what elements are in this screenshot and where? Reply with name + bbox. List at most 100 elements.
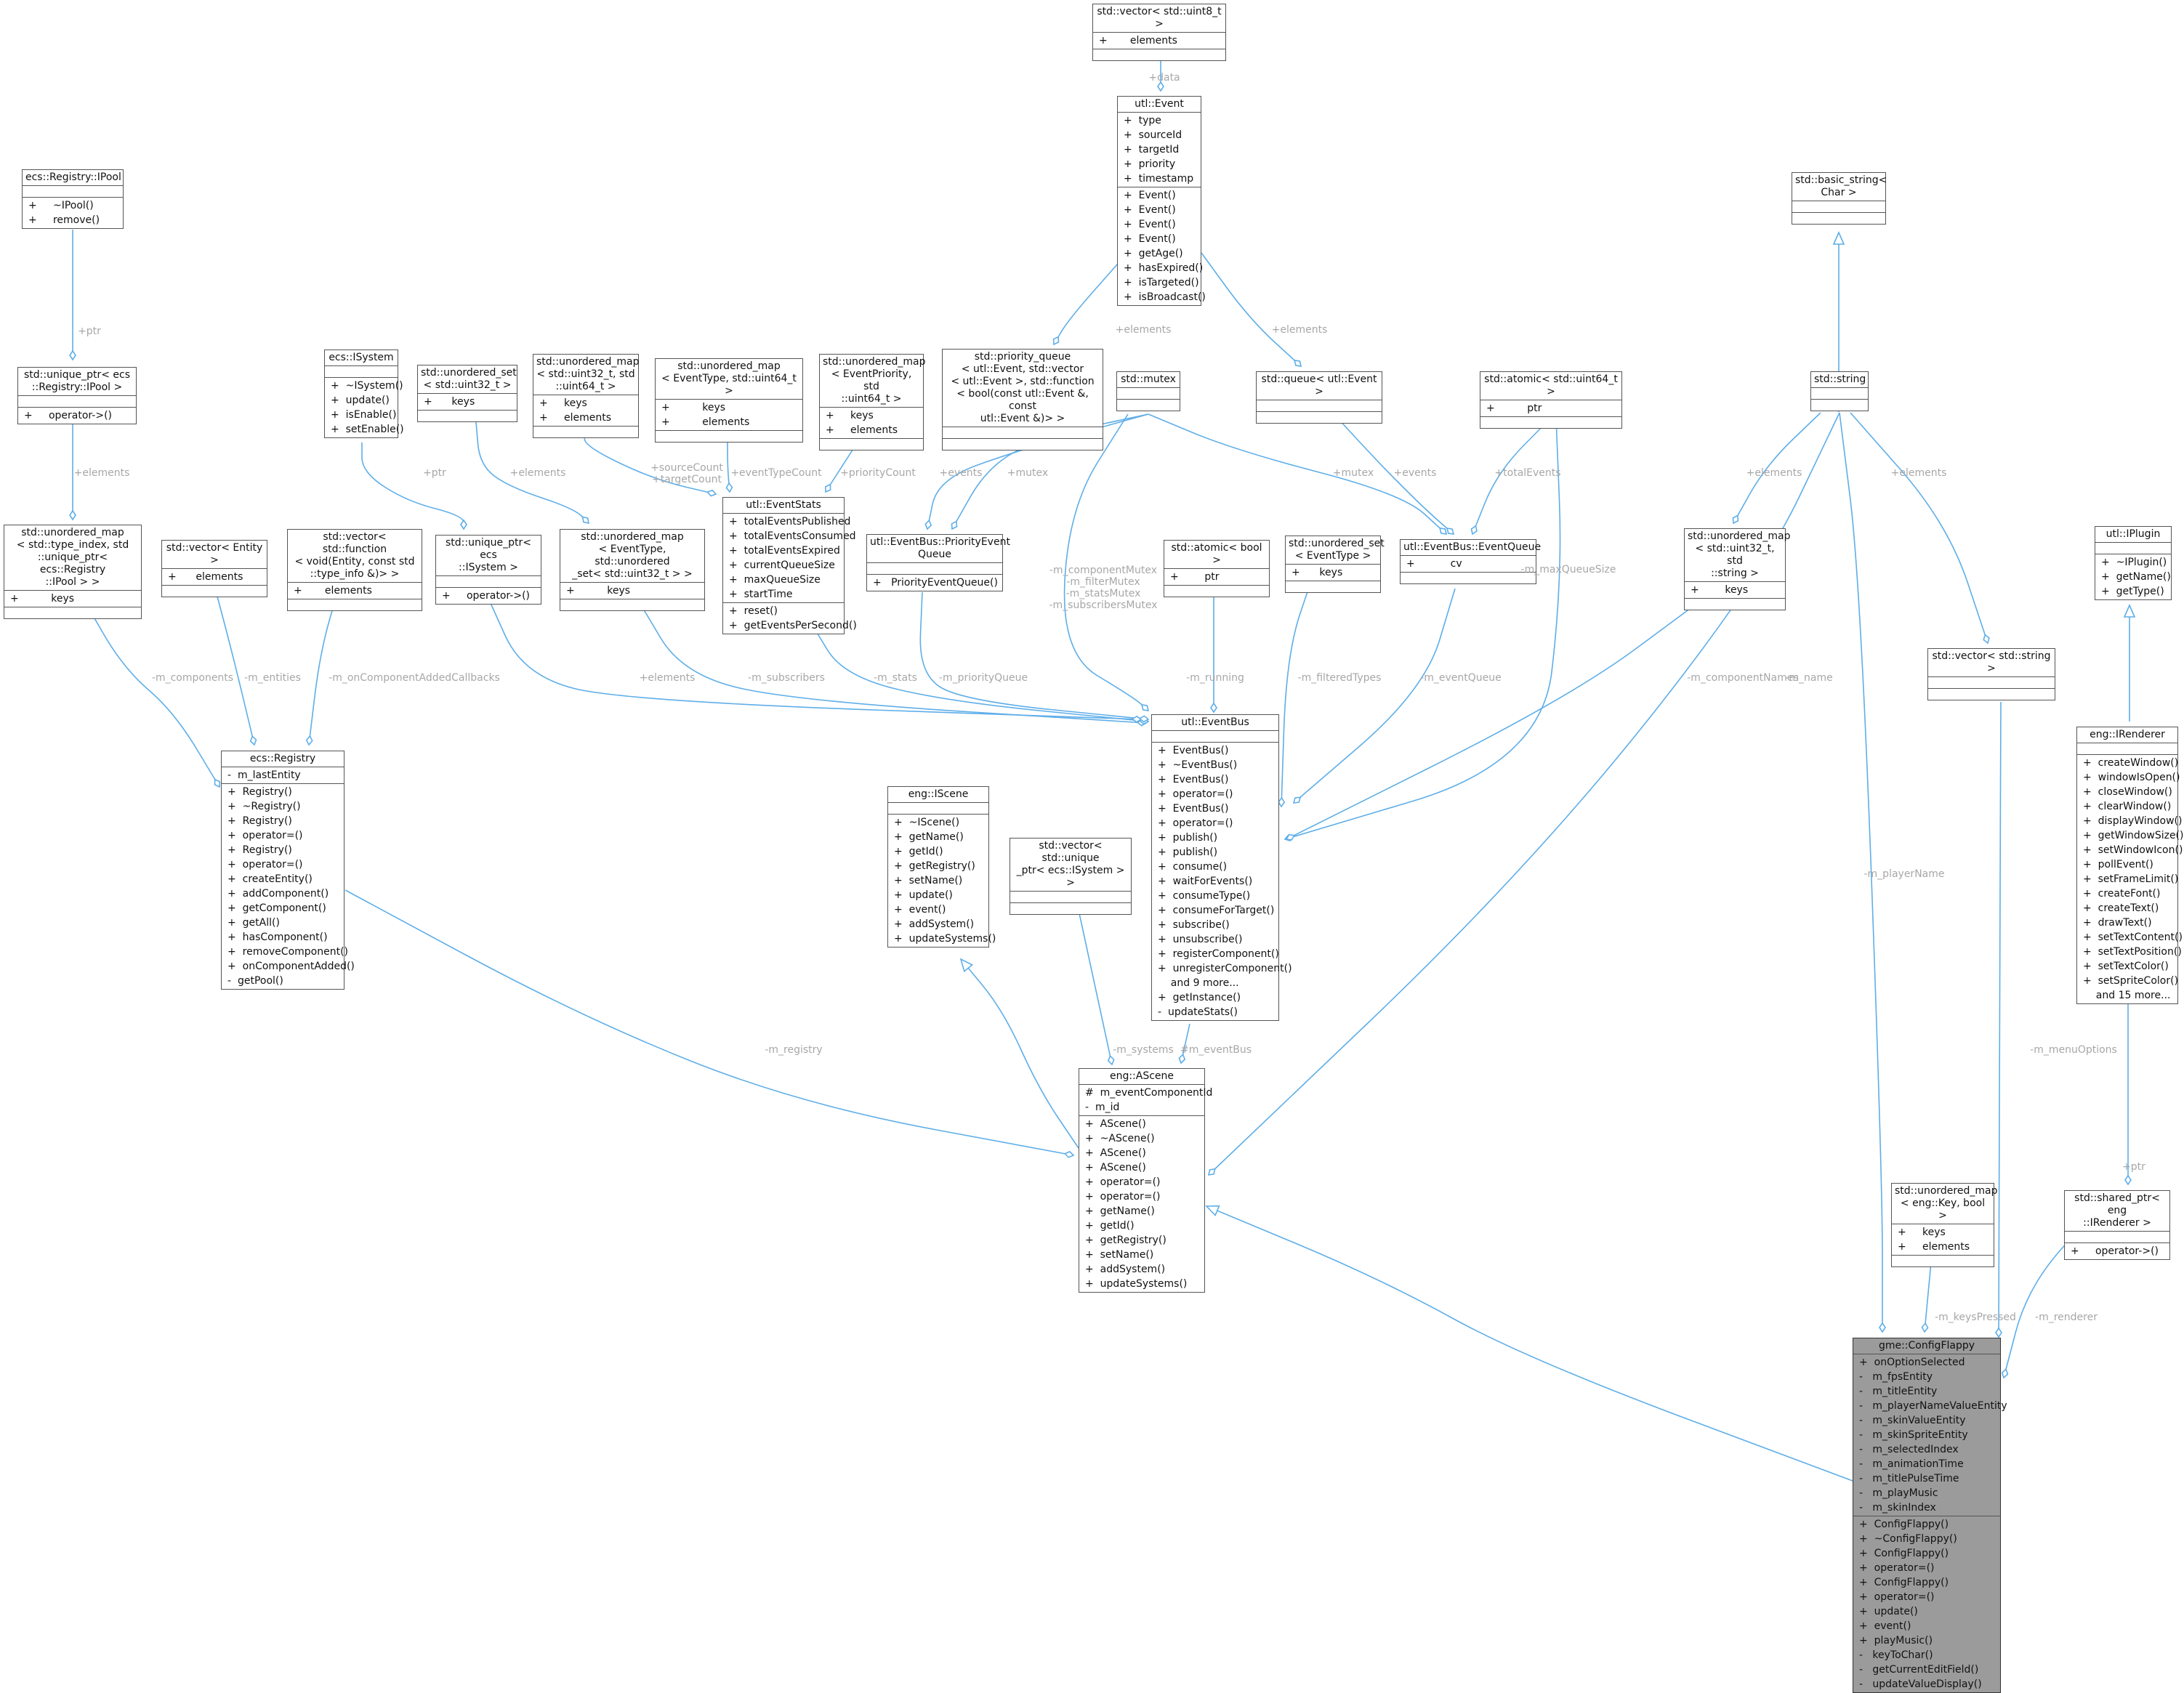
class-title: eng::IRenderer [2090, 729, 2165, 740]
class-box-umap-prio[interactable]: std::unordered_map < EventPriority, std … [819, 354, 925, 450]
method-row: + operator=() [1158, 788, 1233, 800]
attribute-row: - m_animationTime [1859, 1458, 1964, 1470]
edge-18 [1284, 417, 1561, 840]
class-methods-section [162, 585, 267, 597]
class-methods-section: + ~IScene()+ getName()+ getId()+ getRegi… [888, 814, 996, 947]
method-row: - getPool() [227, 975, 283, 987]
edge-label-m-componentnames: -m_componentNames [1687, 672, 1799, 684]
method-row: + unregisterComponent() [1158, 963, 1292, 974]
attribute-row: + elements [1099, 35, 1177, 47]
class-methods-section: + reset()+ getEventsPerSecond() [723, 602, 857, 634]
edge-30 [1208, 412, 1840, 1176]
aggregation-diamond-33 [1107, 1054, 1115, 1066]
class-box-eventbus[interactable]: utl::EventBus+ EventBus()+ ~EventBus()+ … [1151, 714, 1292, 1021]
class-methods-section [1257, 411, 1382, 423]
class-box-irenderer[interactable]: eng::IRenderer+ createWindow()+ windowIs… [2076, 727, 2184, 1004]
attribute-row: + maxQueueSize [729, 574, 821, 586]
method-row: + update() [331, 395, 390, 406]
class-box-pqueue[interactable]: std::priority_queue < utl::Event, std::v… [942, 349, 1103, 450]
class-box-prio-event-queue[interactable]: utl::EventBus::PriorityEvent Queue+ Prio… [866, 534, 1010, 591]
method-row: + getId() [894, 846, 943, 857]
aggregation-diamond-3 [460, 519, 467, 530]
class-title: utl::IPlugin [2106, 528, 2161, 540]
class-box-ascene[interactable]: eng::AScene# m_eventComponentId- m_id+ A… [1079, 1068, 1212, 1293]
class-attributes-section [18, 395, 136, 407]
edge-label-m-registry: -m_registry [765, 1044, 823, 1056]
method-row: + setName() [894, 875, 963, 886]
class-methods-section [1164, 585, 1269, 597]
attribute-row: - m_fpsEntity [1859, 1371, 1933, 1383]
aggregation-diamond-14 [1470, 525, 1478, 536]
class-box-sptr-renderer[interactable]: std::shared_ptr< eng ::IRenderer >+ oper… [2064, 1190, 2170, 1260]
class-methods-section [1480, 416, 1621, 428]
method-row: + setEnable() [331, 424, 404, 435]
class-methods-section: + ~IPlugin()+ getName()+ getType() [2095, 554, 2171, 599]
aggregation-diamond-9 [1294, 359, 1302, 367]
method-row: + operator->() [442, 590, 531, 602]
class-box-string[interactable]: std::string [1810, 371, 1869, 411]
method-row: + getWindowSize() [2083, 830, 2184, 841]
aggregation-diamond-30 [1207, 1168, 1216, 1176]
class-title: std::atomic< std::uint64_t > [1484, 373, 1618, 397]
edge-label-elements-uptr: +elements [639, 672, 696, 684]
inheritance-arrow-39 [1832, 231, 1845, 245]
class-box-umap-subscribers[interactable]: std::unordered_map < EventType, std::uno… [560, 529, 705, 611]
class-box-registry[interactable]: ecs::Registry- m_lastEntity+ Registry()+… [221, 751, 355, 990]
class-box-isystem[interactable]: ecs::ISystem+ ~ISystem()+ update()+ isEn… [324, 349, 404, 438]
class-box-eventqueue[interactable]: utl::EventBus::EventQueue+ cv [1400, 539, 1541, 584]
class-box-vec-string[interactable]: std::vector< std::string > [1927, 648, 2055, 700]
class-box-uptr-ipool[interactable]: std::unique_ptr< ecs ::Registry::IPool >… [17, 367, 137, 424]
edge-label-events-pq: +events [939, 467, 983, 479]
method-row: + operator=() [227, 859, 303, 870]
class-box-atomic-u64[interactable]: std::atomic< std::uint64_t >+ ptr [1480, 371, 1622, 429]
class-box-vec-function[interactable]: std::vector< std::function < void(Entity… [287, 529, 422, 611]
class-box-queue-event[interactable]: std::queue< utl::Event > [1256, 371, 1382, 424]
method-row: + getRegistry() [894, 860, 975, 872]
class-attributes-section: + keys [418, 393, 517, 410]
method-row: + getRegistry() [1085, 1235, 1166, 1246]
inheritance-arrow-40 [2123, 604, 2136, 618]
class-attributes-section: + onOptionSelected- m_fpsEntity- m_title… [1853, 1354, 2007, 1516]
edge-41 [960, 958, 1079, 1149]
class-box-umap-components[interactable]: std::unordered_map < std::type_index, st… [4, 525, 142, 619]
class-box-configflappy[interactable]: gme::ConfigFlappy+ onOptionSelected- m_f… [1853, 1338, 2007, 1693]
edge-23 [637, 599, 1147, 724]
method-row: - updateStats() [1158, 1006, 1238, 1018]
aggregation-diamond-15 [1732, 514, 1739, 525]
attribute-row: + ptr [1170, 571, 1220, 583]
attribute-row: + keys [539, 397, 587, 409]
aggregation-diamond-11 [924, 519, 932, 530]
class-box-iscene[interactable]: eng::IScene+ ~IScene()+ getName()+ getId… [887, 786, 996, 947]
class-box-umap-keys[interactable]: std::unordered_map < eng::Key, bool >+ k… [1891, 1183, 1997, 1267]
class-box-atomic-bool[interactable]: std::atomic< bool >+ ptr [1164, 540, 1270, 597]
class-box-umap-type-u64[interactable]: std::unordered_map < EventType, std::uin… [655, 358, 803, 443]
aggregation-diamond-19 [214, 778, 221, 788]
class-box-iplugin[interactable]: utl::IPlugin+ ~IPlugin()+ getName()+ get… [2095, 526, 2172, 600]
class-methods-section [1792, 212, 1885, 224]
edge-35 [1998, 701, 2002, 1338]
class-box-mutex[interactable]: std::mutex [1116, 371, 1180, 411]
method-row: + hasExpired() [1124, 262, 1204, 274]
class-box-uset-uint32[interactable]: std::unordered_set < std::uint32_t >+ ke… [417, 365, 517, 422]
class-box-uptr-isystem[interactable]: std::unique_ptr< ecs ::ISystem >+ operat… [435, 535, 541, 605]
class-box-umap-names[interactable]: std::unordered_map < std::uint32_t, std … [1684, 528, 1790, 610]
class-box-ipool[interactable]: ecs::Registry::IPool+ ~IPool()+ remove() [22, 169, 124, 229]
class-attributes-section [888, 802, 988, 814]
class-box-event[interactable]: utl::Event+ type+ sourceId+ targetId+ pr… [1117, 96, 1206, 306]
class-attributes-section [867, 562, 1002, 574]
class-box-eventstats[interactable]: utl::EventStats+ totalEventsPublished+ t… [722, 497, 857, 634]
method-row: + update() [1859, 1606, 1918, 1617]
class-box-vec-uptr-isystem[interactable]: std::vector< std::unique _ptr< ecs::ISys… [1010, 838, 1132, 915]
method-row: + isBroadcast() [1124, 291, 1206, 303]
class-box-uset-type[interactable]: std::unordered_set < EventType >+ keys [1285, 536, 1385, 593]
method-row: + consumeType() [1158, 890, 1251, 902]
class-box-umap-u32-u64[interactable]: std::unordered_map < std::uint32_t, std … [533, 354, 639, 438]
class-title: utl::EventBus::PriorityEvent Queue [870, 536, 1010, 560]
class-box-vec-uint8[interactable]: std::vector< std::uint8_t >+ elements [1092, 4, 1226, 61]
attribute-row: + currentQueueSize [729, 559, 835, 571]
class-title: ecs::Registry::IPool [25, 171, 121, 183]
class-box-basic-string[interactable]: std::basic_string< Char > [1792, 172, 1887, 225]
aggregation-diamond-6 [725, 482, 733, 493]
class-title: eng::IScene [908, 788, 969, 800]
class-box-vec-entity[interactable]: std::vector< Entity >+ elements [161, 540, 267, 597]
